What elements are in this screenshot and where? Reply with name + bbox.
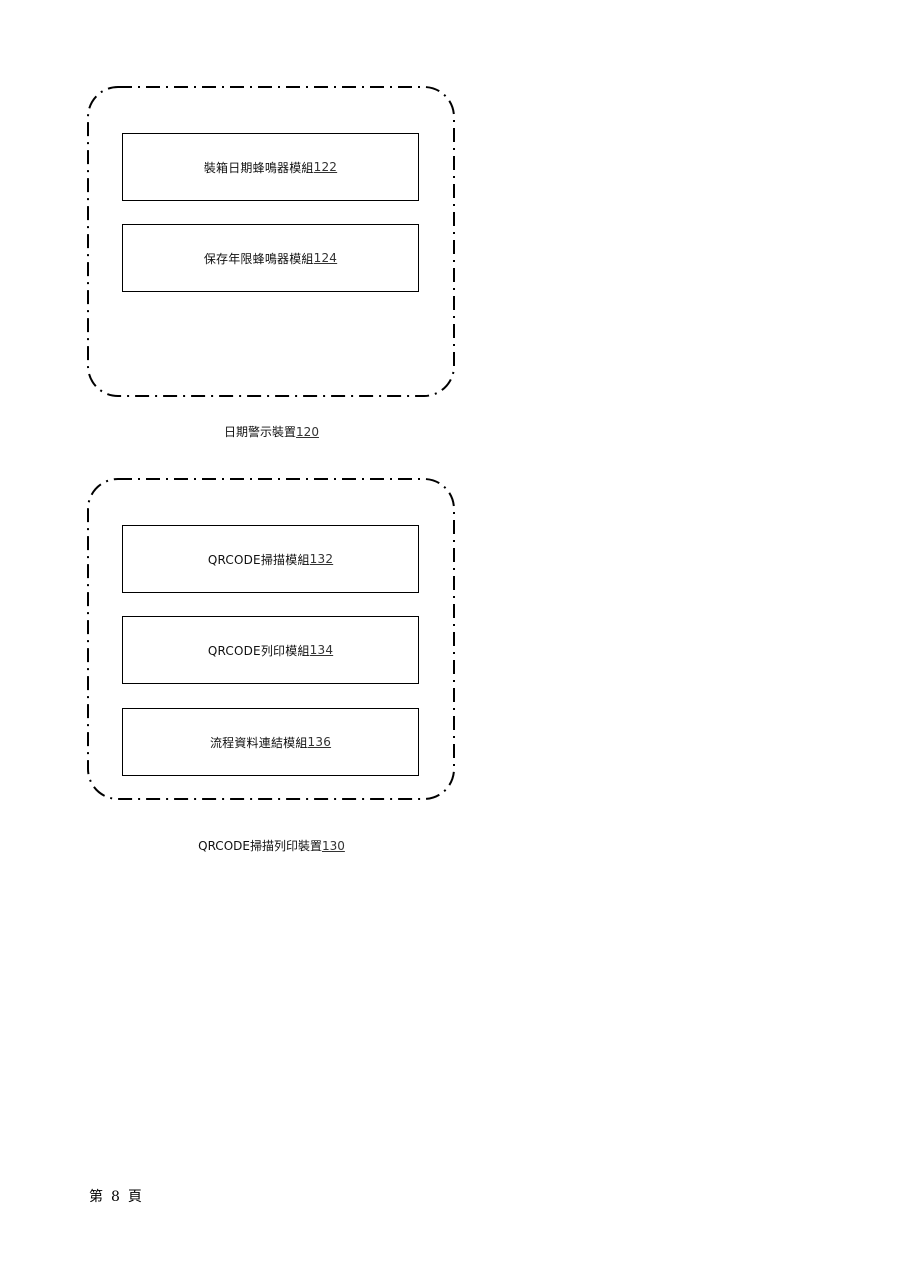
- device-caption-120: 日期警示裝置120: [0, 423, 543, 440]
- page-number: 8: [111, 1189, 120, 1205]
- module-ref: 136: [307, 735, 332, 749]
- page-suffix: 頁: [127, 1189, 142, 1205]
- module-name: 裝箱日期蜂鳴器模組: [203, 160, 314, 175]
- module-name: QRCODE掃描模組: [207, 552, 310, 567]
- device-caption-130: QRCODE掃描列印裝置130: [0, 837, 543, 854]
- device-name: 日期警示裝置: [224, 425, 297, 439]
- page-prefix: 第: [89, 1189, 103, 1205]
- module-ref: 132: [309, 552, 334, 566]
- device-name: QRCODE掃描列印裝置: [198, 839, 322, 853]
- device-ref: 120: [296, 425, 319, 439]
- device-130-frame: [87, 478, 455, 800]
- module-ref: 122: [313, 160, 338, 174]
- module-name: 保存年限蜂鳴器模組: [203, 251, 314, 266]
- module-ref: 134: [309, 643, 334, 657]
- module-name: 流程資料連結模組: [209, 735, 308, 750]
- device-ref: 130: [321, 839, 345, 853]
- module-ref: 124: [313, 251, 338, 265]
- module-name: QRCODE列印模組: [207, 643, 310, 658]
- device-120-frame: [87, 86, 455, 397]
